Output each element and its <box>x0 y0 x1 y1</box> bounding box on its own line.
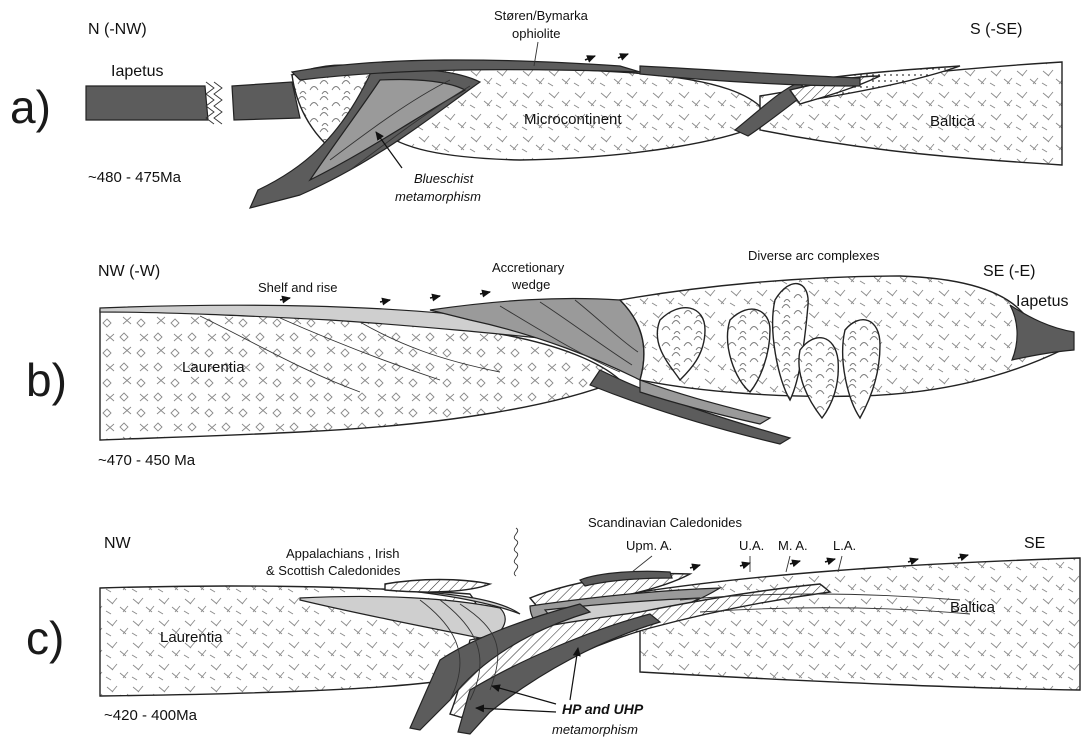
panel-b-letter: b) <box>26 354 67 406</box>
panel-c-letter: c) <box>26 612 64 664</box>
panel-b-ocean-label: Iapetus <box>1016 293 1068 310</box>
panel-b-left-direction: NW (-W) <box>98 263 160 280</box>
baltica-label-panel-a: Baltica <box>930 113 976 130</box>
hp-uhp-label-line2: metamorphism <box>552 722 638 737</box>
thrust-arrow-1-panel-a <box>585 56 595 60</box>
thrust-arrow-1-panel-b <box>280 298 290 300</box>
microcontinent-label: Microcontinent <box>524 111 622 128</box>
scandinavian-caledonides-label: Scandinavian Caledonides <box>588 515 742 530</box>
arc-pluton-5 <box>843 320 880 418</box>
thrust-arrow-3-panel-b <box>430 296 440 298</box>
baltica-panel-c <box>640 558 1080 690</box>
break-symbol-panel-c <box>514 528 517 576</box>
lower-allochthon-label: L.A. <box>833 538 856 553</box>
thrust-arrow-3-panel-c <box>790 561 800 564</box>
arc-pluton-4 <box>799 338 838 418</box>
thrust-arrow-2-panel-b <box>380 300 390 302</box>
blueschist-label-line1: Blueschist <box>414 171 475 186</box>
laurentia-label-panel-b: Laurentia <box>182 359 245 376</box>
panel-c-right-direction: SE <box>1024 535 1045 552</box>
iapetus-slab-panel-b <box>1010 305 1074 360</box>
panel-c: c) NW SE Scandinavian Caledonides Upm <box>26 515 1080 737</box>
panel-b-right-direction: SE (-E) <box>983 263 1035 280</box>
upm-allochthon-label: Upm. A. <box>626 538 672 553</box>
iapetus-oceanic-crust <box>86 86 208 120</box>
panel-c-age: ~420 - 400Ma <box>104 707 198 724</box>
accretionary-label-line1: Accretionary <box>492 260 565 275</box>
appalachian-hatched-nappe <box>385 580 490 593</box>
thrust-arrow-2-panel-a <box>618 54 628 58</box>
panel-a-left-direction: N (-NW) <box>88 21 147 38</box>
blueschist-label-line2: metamorphism <box>395 189 481 204</box>
upper-allochthon-label: U.A. <box>739 538 764 553</box>
panel-b: b) NW (-W) SE (-E) Iapetus Shelf and ris… <box>26 248 1074 469</box>
ophiolite-label-line2: ophiolite <box>512 26 560 41</box>
thrust-arrow-5-panel-c <box>908 559 918 562</box>
thrust-arrow-1-panel-c <box>690 565 700 568</box>
break-symbol-right <box>214 82 222 124</box>
middle-allochthon-label: M. A. <box>778 538 808 553</box>
panel-c-left-direction: NW <box>104 535 132 552</box>
shelf-and-rise-label: Shelf and rise <box>258 280 338 295</box>
ophiolite-label-line1: Støren/Bymarka <box>494 8 589 23</box>
hp-uhp-label-line1: HP and UHP <box>562 701 644 717</box>
panel-b-age: ~470 - 450 Ma <box>98 452 196 469</box>
thrust-arrow-4-panel-c <box>825 559 835 562</box>
allochthon-leaders <box>632 556 842 572</box>
thrust-arrow-4-panel-b <box>480 292 490 294</box>
accretionary-label-line2: wedge <box>511 277 550 292</box>
appalachians-label-line1: Appalachians , Irish <box>286 546 399 561</box>
appalachians-label-line2: & Scottish Caledonides <box>266 563 401 578</box>
thrust-arrow-6-panel-c <box>958 555 968 558</box>
thrust-arrow-2-panel-c <box>740 563 750 566</box>
panel-a-ocean-label: Iapetus <box>111 63 163 80</box>
laurentia-label-panel-c: Laurentia <box>160 629 223 646</box>
panel-a-right-direction: S (-SE) <box>970 21 1022 38</box>
panel-a-age: ~480 - 475Ma <box>88 169 182 186</box>
panel-a: a) N (-NW) S (-SE) Iapetus Støren/Bymark… <box>10 8 1062 208</box>
oceanic-crust-segment <box>232 82 300 120</box>
baltica-label-panel-c: Baltica <box>950 599 996 616</box>
panel-a-letter: a) <box>10 81 51 133</box>
arc-complexes-label: Diverse arc complexes <box>748 248 880 263</box>
